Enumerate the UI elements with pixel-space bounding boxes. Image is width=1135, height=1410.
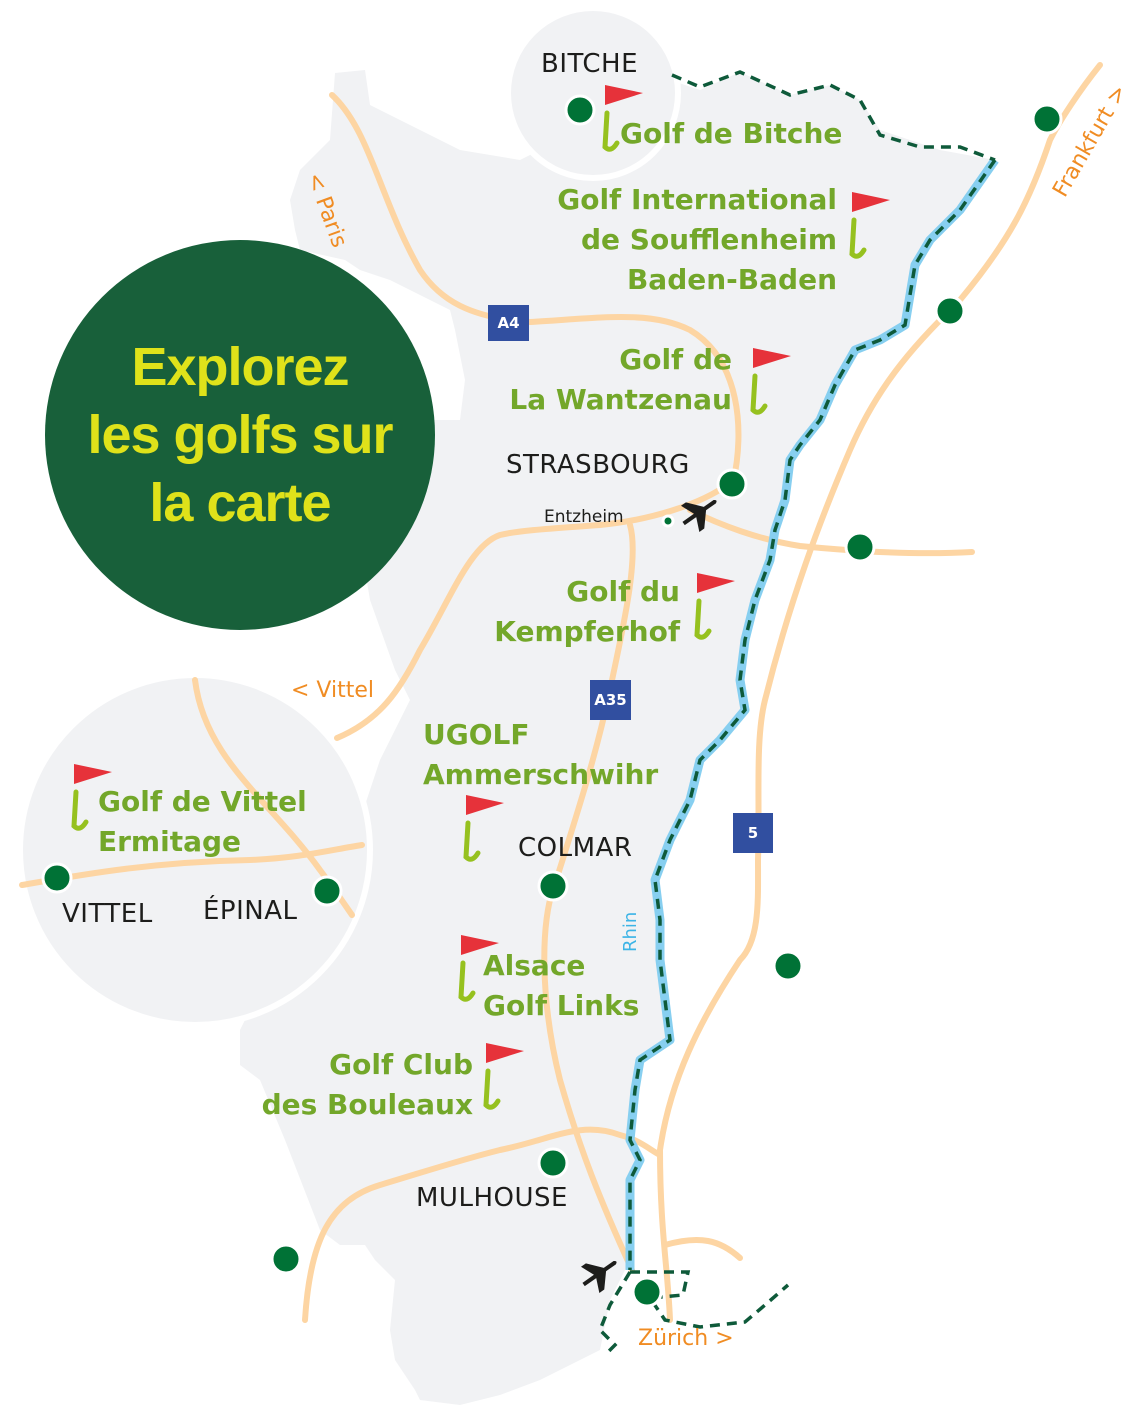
golf-link-soufflenheim[interactable]: Golf International de Soufflenheim Baden… [557, 183, 837, 296]
city-label-colmar: COLMAR [518, 833, 633, 863]
golf-link-ugolf-ammerschwihr[interactable]: UGOLF Ammerschwihr [423, 718, 659, 791]
borders [597, 70, 997, 1357]
golf-link-bouleaux[interactable]: Golf Club des Bouleaux [261, 1048, 473, 1121]
direction-label-vittel: < Vittel [291, 678, 375, 703]
river-label-rhin: Rhin [620, 911, 641, 952]
road-badge-a35: A35 [590, 680, 631, 720]
golf-link-vittel-ermitage[interactable]: Golf de Vittel Ermitage [98, 785, 307, 858]
golf-link-kempferhof[interactable]: Golf du Kempferhof [494, 575, 680, 648]
bitche-inset-circle [505, 5, 681, 181]
city-label-vittel: VITTEL [62, 899, 153, 929]
city-dots [41, 94, 1063, 1308]
roads [19, 62, 1103, 1323]
direction-label-zurich: Zürich > [638, 1326, 734, 1351]
city-label-bitche: BITCHE [541, 49, 638, 79]
city-label-strasbourg: STRASBOURG [506, 450, 690, 480]
hero-title-line-3: la carte [149, 473, 331, 533]
hero-title-line-2: les golfs sur [87, 405, 393, 465]
golf-link-la-wantzenau[interactable]: Golf de La Wantzenau [509, 343, 732, 416]
explore-golfs-button[interactable]: Explorez les golfs sur la carte [45, 240, 435, 630]
hero-title-line-1: Explorez [131, 337, 349, 397]
city-label-entzheim: Entzheim [544, 507, 624, 527]
golf-link-alsace-golf-links[interactable]: Alsace Golf Links [483, 949, 640, 1022]
city-label-mulhouse: MULHOUSE [416, 1183, 568, 1213]
vittel-inset-circle [17, 672, 373, 1028]
road-badge-a4: A4 [488, 305, 529, 341]
golf-markers [71, 85, 890, 1110]
city-label-epinal: ÉPINAL [203, 896, 298, 926]
golf-link-bitche[interactable]: Golf de Bitche [620, 117, 843, 150]
road-badge-5: 5 [733, 813, 773, 853]
alsace-region-shape [240, 70, 995, 1405]
airport-icons [580, 499, 717, 1293]
